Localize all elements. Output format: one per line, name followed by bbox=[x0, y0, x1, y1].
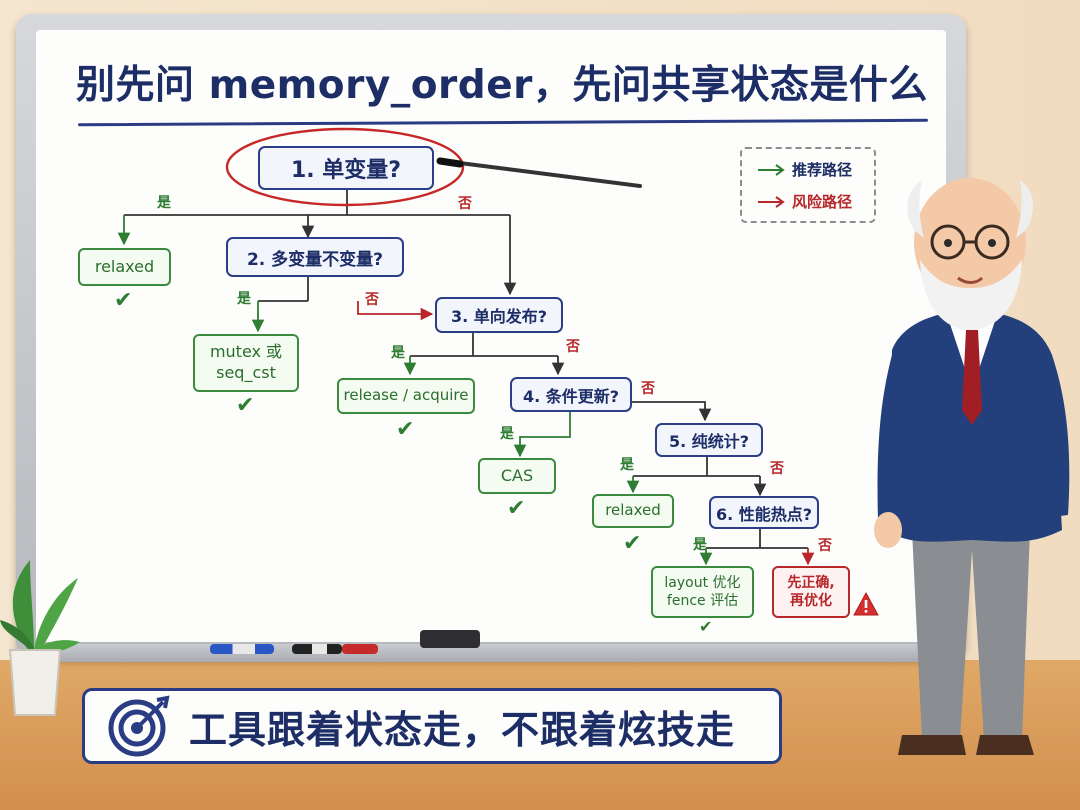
answer-relaxed-2: relaxed bbox=[592, 494, 674, 528]
q6-no-label: 否 bbox=[818, 538, 832, 554]
answer-correct-line1: 先正确, bbox=[787, 574, 835, 591]
answer-mutex-line2: seq_cst bbox=[216, 363, 276, 382]
q2-yes-label: 是 bbox=[237, 291, 251, 307]
answer-layout-line2: fence 评估 bbox=[666, 593, 739, 609]
question-6: 6. 性能热点? bbox=[709, 496, 819, 529]
green-arrow-icon bbox=[758, 163, 785, 176]
check-icon: ✔ bbox=[699, 617, 713, 636]
blue-marker[interactable] bbox=[210, 644, 274, 654]
potted-plant bbox=[0, 560, 80, 716]
answer-release-acquire-text: release / acquire bbox=[343, 386, 469, 405]
check-icon: ✔ bbox=[396, 417, 415, 442]
answer-correct-line2: 再优化 bbox=[790, 593, 832, 609]
answer-relaxed-2-text: relaxed bbox=[605, 501, 661, 520]
board-title: 别先问 memory_order，先问共享状态是什么 bbox=[76, 63, 928, 108]
answer-layout-fence: layout 优化 fence 评估 bbox=[651, 566, 754, 618]
professor-character bbox=[874, 178, 1070, 755]
red-arrow-icon bbox=[758, 195, 785, 208]
check-icon: ✔ bbox=[236, 393, 255, 418]
check-icon: ✔ bbox=[507, 496, 526, 521]
check-icon: ✔ bbox=[623, 531, 642, 556]
pointer-pen bbox=[442, 159, 642, 188]
question-2: 2. 多变量不变量? bbox=[226, 237, 404, 277]
answer-correct-first: 先正确, 再优化 bbox=[772, 566, 850, 618]
q6-yes-label: 是 bbox=[693, 537, 707, 553]
black-marker[interactable] bbox=[292, 644, 342, 654]
answer-cas-text: CAS bbox=[500, 465, 534, 485]
question-3: 3. 单向发布? bbox=[435, 297, 563, 333]
answer-release-acquire: release / acquire bbox=[337, 378, 475, 414]
check-icon: ✔ bbox=[114, 288, 133, 313]
answer-cas: CAS bbox=[478, 458, 556, 494]
answer-mutex-line1: mutex 或 bbox=[209, 342, 283, 362]
eraser[interactable] bbox=[420, 630, 480, 648]
q3-no-label: 否 bbox=[566, 339, 580, 355]
question-4: 4. 条件更新? bbox=[510, 377, 632, 412]
bottom-banner: 工具跟着状态走，不跟着炫技走 bbox=[82, 688, 782, 764]
answer-layout-line1: layout 优化 bbox=[664, 574, 741, 591]
answer-relaxed-1: relaxed bbox=[78, 248, 171, 286]
answer-relaxed-1-text: relaxed bbox=[94, 256, 155, 276]
banner-text: 工具跟着状态走，不跟着炫技走 bbox=[189, 707, 736, 752]
legend-recommended: 推荐路径 bbox=[756, 159, 852, 180]
q4-yes-label: 是 bbox=[500, 426, 514, 442]
legend-box: 推荐路径 风险路径 bbox=[740, 147, 876, 223]
q5-no-label: 否 bbox=[770, 461, 784, 477]
warning-icon bbox=[853, 591, 879, 616]
q1-no-label: 否 bbox=[458, 196, 472, 212]
target-icon bbox=[108, 695, 170, 757]
q1-highlight-circle bbox=[225, 127, 465, 207]
answer-mutex-seqcst: mutex 或 seq_cst bbox=[193, 334, 299, 392]
q5-yes-label: 是 bbox=[620, 457, 634, 473]
legend-recommended-label: 推荐路径 bbox=[792, 161, 853, 179]
q1-yes-label: 是 bbox=[157, 195, 171, 211]
whiteboard-surface bbox=[36, 30, 946, 642]
question-5: 5. 纯统计? bbox=[655, 423, 763, 457]
legend-risky: 风险路径 bbox=[756, 191, 852, 212]
red-marker[interactable] bbox=[342, 644, 378, 654]
q2-no-label: 否 bbox=[365, 292, 379, 308]
q3-yes-label: 是 bbox=[391, 345, 405, 361]
legend-risky-label: 风险路径 bbox=[792, 193, 853, 211]
q4-no-label: 否 bbox=[641, 381, 655, 397]
question-1: 1. 单变量? bbox=[258, 146, 434, 190]
